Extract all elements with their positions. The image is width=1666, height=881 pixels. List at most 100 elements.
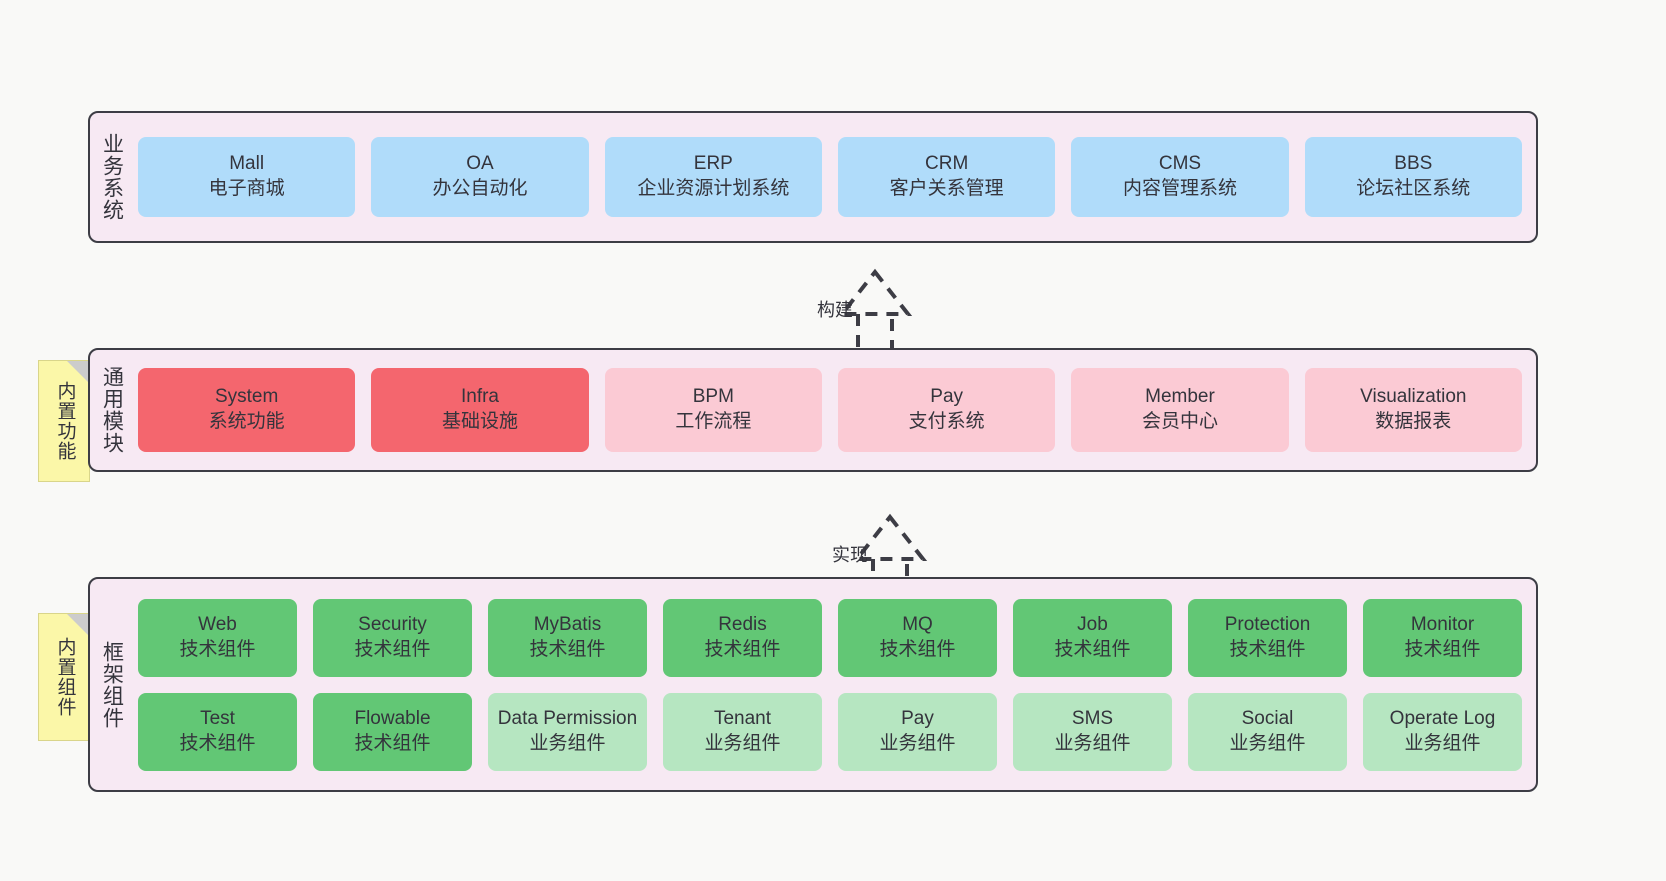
card-infra-desc: 基础设施 <box>441 411 518 432</box>
connector-build <box>790 268 913 360</box>
card-protection-desc: 技术组件 <box>1229 638 1306 660</box>
business-card-row: Mall 电子商城 OA 办公自动化 ERP 企业资源计划系统 CRM 客户关系… <box>138 137 1522 217</box>
card-protection[interactable]: Protection 技术组件 <box>1188 598 1347 677</box>
card-infra-name: Infra <box>460 386 499 408</box>
card-monitor[interactable]: Monitor 技术组件 <box>1363 598 1522 677</box>
card-crm[interactable]: CRM 客户关系管理 <box>837 137 1056 217</box>
note-fold-icon <box>67 361 89 383</box>
card-pay-component[interactable]: Pay 业务组件 <box>838 692 997 771</box>
card-flowable[interactable]: Flowable 技术组件 <box>313 692 472 771</box>
layer-framework-component: 框架组件 Web 技术组件 Security 技术组件 MyBatis 技术组件 <box>88 577 1538 792</box>
card-mq-desc: 技术组件 <box>879 638 956 660</box>
note-builtin-function: 内置功能 <box>38 360 90 482</box>
card-redis-desc: 技术组件 <box>704 638 781 660</box>
card-mybatis[interactable]: MyBatis 技术组件 <box>488 598 647 677</box>
card-bpm[interactable]: BPM 工作流程 <box>604 368 822 452</box>
framework-card-grid: Web 技术组件 Security 技术组件 MyBatis 技术组件 Redi… <box>138 598 1522 771</box>
card-job[interactable]: Job 技术组件 <box>1013 598 1172 677</box>
card-social[interactable]: Social 业务组件 <box>1188 692 1347 771</box>
card-tenant[interactable]: Tenant 业务组件 <box>663 692 822 771</box>
connector-build-label: 构建 <box>817 300 853 320</box>
card-pay-module-name: Pay <box>930 386 964 408</box>
card-pay-module[interactable]: Pay 支付系统 <box>837 368 1056 452</box>
card-job-name: Job <box>1077 613 1108 635</box>
card-operate-log-desc: 业务组件 <box>1404 732 1481 754</box>
card-mq-name: MQ <box>902 613 933 635</box>
card-data-permission-name: Data Permission <box>497 707 638 729</box>
card-member[interactable]: Member 会员中心 <box>1071 368 1289 452</box>
card-visualization[interactable]: Visualization 数据报表 <box>1304 368 1522 452</box>
card-security-name: Security <box>358 613 427 635</box>
generalization-arrowhead-icon <box>852 513 928 561</box>
layer-common-module: 通用模块 System 系统功能 Infra 基础设施 BPM 工作流程 Pay <box>88 348 1538 472</box>
card-mall[interactable]: Mall 电子商城 <box>138 137 356 217</box>
card-erp-name: ERP <box>693 153 733 175</box>
card-oa[interactable]: OA 办公自动化 <box>371 137 589 217</box>
card-crm-name: CRM <box>925 153 969 175</box>
card-social-desc: 业务组件 <box>1229 732 1306 754</box>
card-member-name: Member <box>1145 386 1215 408</box>
layer-framework-component-title: 框架组件 <box>100 640 124 729</box>
card-mq[interactable]: MQ 技术组件 <box>838 598 997 677</box>
card-pay-module-desc: 支付系统 <box>908 411 985 432</box>
card-crm-desc: 客户关系管理 <box>889 178 1004 199</box>
card-test[interactable]: Test 技术组件 <box>138 692 297 771</box>
card-infra[interactable]: Infra 基础设施 <box>371 368 589 452</box>
card-security[interactable]: Security 技术组件 <box>313 598 472 677</box>
card-cms-desc: 内容管理系统 <box>1122 178 1237 199</box>
card-test-name: Test <box>200 707 235 729</box>
card-data-permission-desc: 业务组件 <box>529 732 606 754</box>
card-operate-log-name: Operate Log <box>1389 707 1496 729</box>
card-oa-desc: 办公自动化 <box>432 178 528 199</box>
card-bbs-name: BBS <box>1394 153 1433 175</box>
card-web-desc: 技术组件 <box>179 638 256 660</box>
card-data-permission[interactable]: Data Permission 业务组件 <box>488 692 647 771</box>
layer-business-system: 业务系统 Mall 电子商城 OA 办公自动化 ERP 企业资源计划系统 CRM <box>88 111 1538 243</box>
note-fold-icon <box>67 614 89 636</box>
card-visualization-desc: 数据报表 <box>1375 411 1452 432</box>
card-redis[interactable]: Redis 技术组件 <box>663 598 822 677</box>
card-member-desc: 会员中心 <box>1141 411 1218 432</box>
card-flowable-name: Flowable <box>354 707 431 729</box>
card-oa-name: OA <box>466 153 494 175</box>
card-test-desc: 技术组件 <box>179 732 256 754</box>
card-erp[interactable]: ERP 企业资源计划系统 <box>604 137 822 217</box>
card-monitor-desc: 技术组件 <box>1404 638 1481 660</box>
card-social-name: Social <box>1241 707 1294 729</box>
layer-common-module-title: 通用模块 <box>100 366 124 454</box>
generalization-arrowhead-icon <box>837 268 913 316</box>
card-erp-desc: 企业资源计划系统 <box>637 178 790 199</box>
card-mybatis-desc: 技术组件 <box>529 638 606 660</box>
card-sms-name: SMS <box>1071 707 1114 729</box>
framework-row-business: Test 技术组件 Flowable 技术组件 Data Permission … <box>138 692 1522 771</box>
card-bpm-name: BPM <box>692 386 734 408</box>
card-cms[interactable]: CMS 内容管理系统 <box>1071 137 1289 217</box>
connector-implement-label: 实现 <box>832 545 868 565</box>
layer-business-system-title: 业务系统 <box>100 133 124 221</box>
card-sms[interactable]: SMS 业务组件 <box>1013 692 1172 771</box>
card-web[interactable]: Web 技术组件 <box>138 598 297 677</box>
card-cms-name: CMS <box>1158 153 1202 175</box>
card-system[interactable]: System 系统功能 <box>138 368 356 452</box>
card-mall-name: Mall <box>229 153 265 175</box>
card-flowable-desc: 技术组件 <box>354 732 431 754</box>
card-redis-name: Redis <box>718 613 767 635</box>
card-bpm-desc: 工作流程 <box>675 411 752 432</box>
card-tenant-name: Tenant <box>713 707 772 729</box>
card-bbs-desc: 论坛社区系统 <box>1356 178 1471 199</box>
card-sms-desc: 业务组件 <box>1054 732 1131 754</box>
card-system-desc: 系统功能 <box>208 411 285 432</box>
card-pay-component-desc: 业务组件 <box>879 732 956 754</box>
note-builtin-component-label: 内置组件 <box>54 637 76 717</box>
card-job-desc: 技术组件 <box>1054 638 1131 660</box>
note-builtin-function-label: 内置功能 <box>54 381 76 461</box>
layer-common-module-body: System 系统功能 Infra 基础设施 BPM 工作流程 Pay 支付系统… <box>134 350 1536 470</box>
common-card-row: System 系统功能 Infra 基础设施 BPM 工作流程 Pay 支付系统… <box>138 368 1522 452</box>
framework-row-technical: Web 技术组件 Security 技术组件 MyBatis 技术组件 Redi… <box>138 598 1522 677</box>
card-monitor-name: Monitor <box>1410 613 1475 635</box>
card-system-name: System <box>214 386 279 408</box>
card-operate-log[interactable]: Operate Log 业务组件 <box>1363 692 1522 771</box>
card-bbs[interactable]: BBS 论坛社区系统 <box>1304 137 1522 217</box>
card-protection-name: Protection <box>1224 613 1311 635</box>
